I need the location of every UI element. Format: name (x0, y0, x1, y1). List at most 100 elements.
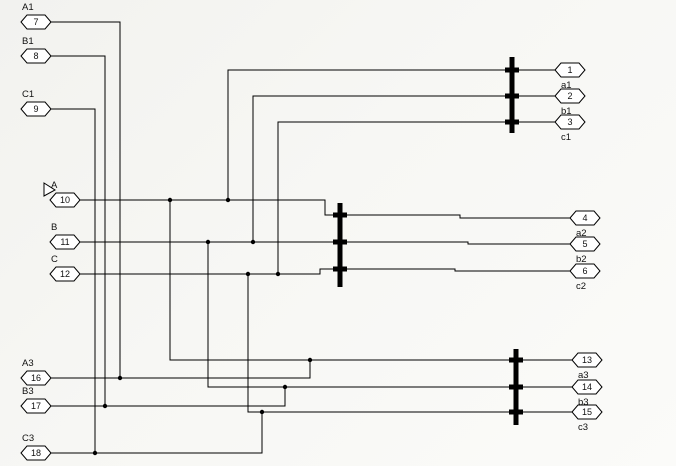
bus-terminal[interactable] (505, 67, 510, 73)
junction-dot (205, 239, 211, 245)
port-hexagon[interactable] (554, 114, 586, 130)
junction-dot (245, 271, 251, 277)
port-block-c1[interactable]: 3c1 (554, 114, 586, 143)
annotation-arrow-icon (43, 182, 56, 197)
port-hexagon[interactable] (571, 352, 603, 368)
port-block-b1[interactable]: 2b1 (554, 88, 586, 117)
bus-bar[interactable] (333, 203, 347, 287)
port-label: B (51, 222, 57, 233)
bus-terminal[interactable] (518, 409, 523, 415)
wire[interactable] (347, 268, 570, 272)
junction-dot (167, 197, 173, 203)
junction-dot (282, 384, 288, 390)
wire[interactable] (347, 214, 570, 219)
wire[interactable] (247, 274, 509, 413)
bus-terminal[interactable] (514, 119, 519, 125)
port-number: 15 (582, 407, 592, 417)
junction-dot (117, 375, 123, 381)
port-hexagon[interactable] (569, 210, 601, 226)
port-hexagon[interactable] (554, 88, 586, 104)
bus-terminal[interactable] (505, 119, 510, 125)
port-number: 7 (33, 17, 38, 27)
bus-bar[interactable] (509, 349, 523, 425)
port-label: b1 (561, 106, 572, 117)
wire[interactable] (80, 268, 333, 275)
port-hexagon[interactable] (20, 14, 52, 30)
port-hexagon[interactable] (569, 263, 601, 279)
port-block-A1[interactable]: 7A1 (20, 2, 52, 30)
wire[interactable] (227, 69, 505, 200)
port-block-B[interactable]: 11B (49, 222, 81, 250)
port-number: 12 (60, 269, 70, 279)
bus-bar-body[interactable] (509, 57, 515, 133)
wire[interactable] (207, 242, 509, 388)
bus-terminal[interactable] (342, 212, 347, 218)
port-label: c3 (578, 422, 588, 433)
bus-bar-body[interactable] (513, 349, 519, 425)
bus-bar[interactable] (505, 57, 519, 133)
port-block-c3[interactable]: 15 c3 (571, 404, 603, 433)
port-block-a1[interactable]: 1a1 (554, 62, 586, 91)
wire[interactable] (277, 121, 505, 274)
bus-terminal[interactable] (518, 384, 523, 390)
port-label: A1 (22, 2, 34, 13)
junction-dot (307, 357, 313, 363)
wire[interactable] (51, 108, 96, 453)
bus-terminal[interactable] (514, 67, 519, 73)
wire[interactable] (80, 199, 333, 216)
bus-terminal[interactable] (342, 266, 347, 272)
wire[interactable] (51, 55, 106, 406)
port-label: B3 (22, 386, 34, 397)
port-hexagon[interactable] (20, 101, 52, 117)
port-number: 3 (567, 117, 572, 127)
port-block-A[interactable]: 10A (49, 180, 81, 208)
bus-terminal[interactable] (514, 93, 519, 99)
bus-bar-body[interactable] (337, 203, 343, 287)
port-hexagon[interactable] (20, 370, 52, 386)
port-hexagon[interactable] (20, 398, 52, 414)
wire[interactable] (51, 387, 286, 407)
port-label: b2 (576, 254, 587, 265)
bus-terminal[interactable] (333, 212, 338, 218)
bus-terminal[interactable] (505, 93, 510, 99)
port-hexagon[interactable] (571, 379, 603, 395)
bus-terminal[interactable] (509, 409, 514, 415)
wire[interactable] (347, 241, 570, 245)
wire[interactable] (51, 360, 311, 379)
port-block-C[interactable]: 12C (49, 254, 81, 282)
port-block-b2[interactable]: 5b2 (569, 236, 601, 265)
port-hexagon[interactable] (569, 236, 601, 252)
port-block-B1[interactable]: 8B1 (20, 36, 52, 64)
bus-terminal[interactable] (333, 266, 338, 272)
bus-terminal[interactable] (509, 357, 514, 363)
bus-terminal[interactable] (509, 384, 514, 390)
port-block-c2[interactable]: 6c2 (569, 263, 601, 292)
bus-terminal[interactable] (518, 357, 523, 363)
port-hexagon[interactable] (49, 234, 81, 250)
port-number: 17 (31, 401, 41, 411)
bus-terminal[interactable] (342, 239, 347, 245)
port-hexagon[interactable] (49, 192, 81, 208)
junction-dot (259, 409, 265, 415)
wire[interactable] (252, 95, 505, 242)
port-hexagon[interactable] (554, 62, 586, 78)
port-hexagon[interactable] (49, 266, 81, 282)
port-number: 18 (31, 448, 41, 458)
port-block-a2[interactable]: 4a2 (569, 210, 601, 239)
port-hexagon[interactable] (20, 445, 52, 461)
port-label: B1 (22, 36, 34, 47)
port-hexagon[interactable] (571, 404, 603, 420)
bus-terminal[interactable] (333, 239, 338, 245)
wire[interactable] (169, 200, 509, 361)
port-hexagon[interactable] (20, 48, 52, 64)
port-block-C1[interactable]: 9C1 (20, 89, 52, 117)
wire[interactable] (51, 21, 121, 378)
wire[interactable] (51, 412, 263, 454)
